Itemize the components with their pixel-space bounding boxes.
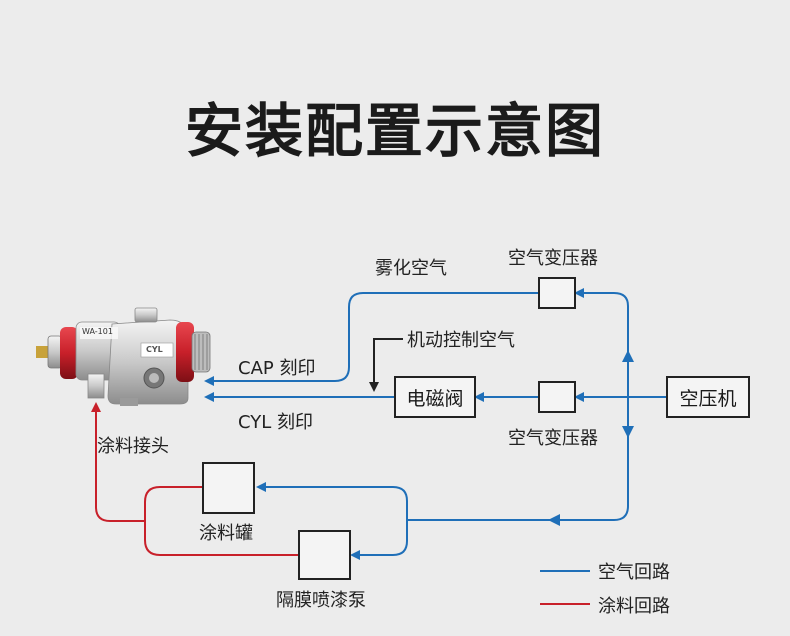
air-line-to-pump (350, 520, 408, 560)
legend-paint-label: 涂料回路 (598, 596, 670, 617)
top-regulator-box (538, 277, 576, 309)
air-line-right-bus (420, 306, 629, 521)
air-compressor-label: 空压机 (679, 387, 737, 410)
cap-marking-label: CAP 刻印 (238, 358, 316, 379)
page-title: 安装配置示意图 (184, 97, 605, 165)
legend-air-swatch (540, 570, 590, 572)
air-line-to-top-regulator (574, 288, 629, 307)
air-line-to-paint-tank (256, 482, 408, 520)
legend-air-label: 空气回路 (598, 562, 670, 583)
gun-side-mark: CYL (146, 345, 163, 354)
legend-paint-swatch (540, 603, 590, 605)
solenoid-valve-label: 电磁阀 (406, 387, 464, 410)
bus-arrow-up (622, 350, 634, 362)
top-regulator-label: 空气变压器 (508, 248, 598, 269)
air-line-cap (204, 292, 538, 386)
diaphragm-pump-box (298, 530, 351, 580)
paint-tank-box (202, 462, 255, 514)
atomizing-air-label: 雾化空气 (375, 258, 447, 279)
gun-model-label: WA-101 (82, 327, 113, 336)
spray-gun-illustration (36, 307, 211, 406)
cyl-marking-label: CYL 刻印 (238, 412, 313, 433)
mid-regulator-label: 空气变压器 (508, 428, 598, 449)
diaphragm-pump-label: 隔膜喷漆泵 (276, 590, 366, 611)
bus-arrow-down (622, 426, 634, 438)
control-air-line (369, 338, 403, 392)
solenoid-valve-box: 电磁阀 (394, 376, 476, 418)
mid-regulator-box (538, 381, 576, 413)
air-compressor-box: 空压机 (666, 376, 750, 418)
paint-connector-label: 涂料接头 (97, 436, 169, 457)
paint-tank-label: 涂料罐 (199, 523, 253, 544)
bus-arrow-left (548, 514, 560, 526)
paint-line-to-gun (91, 402, 145, 522)
machine-control-air-label: 机动控制空气 (407, 330, 515, 351)
